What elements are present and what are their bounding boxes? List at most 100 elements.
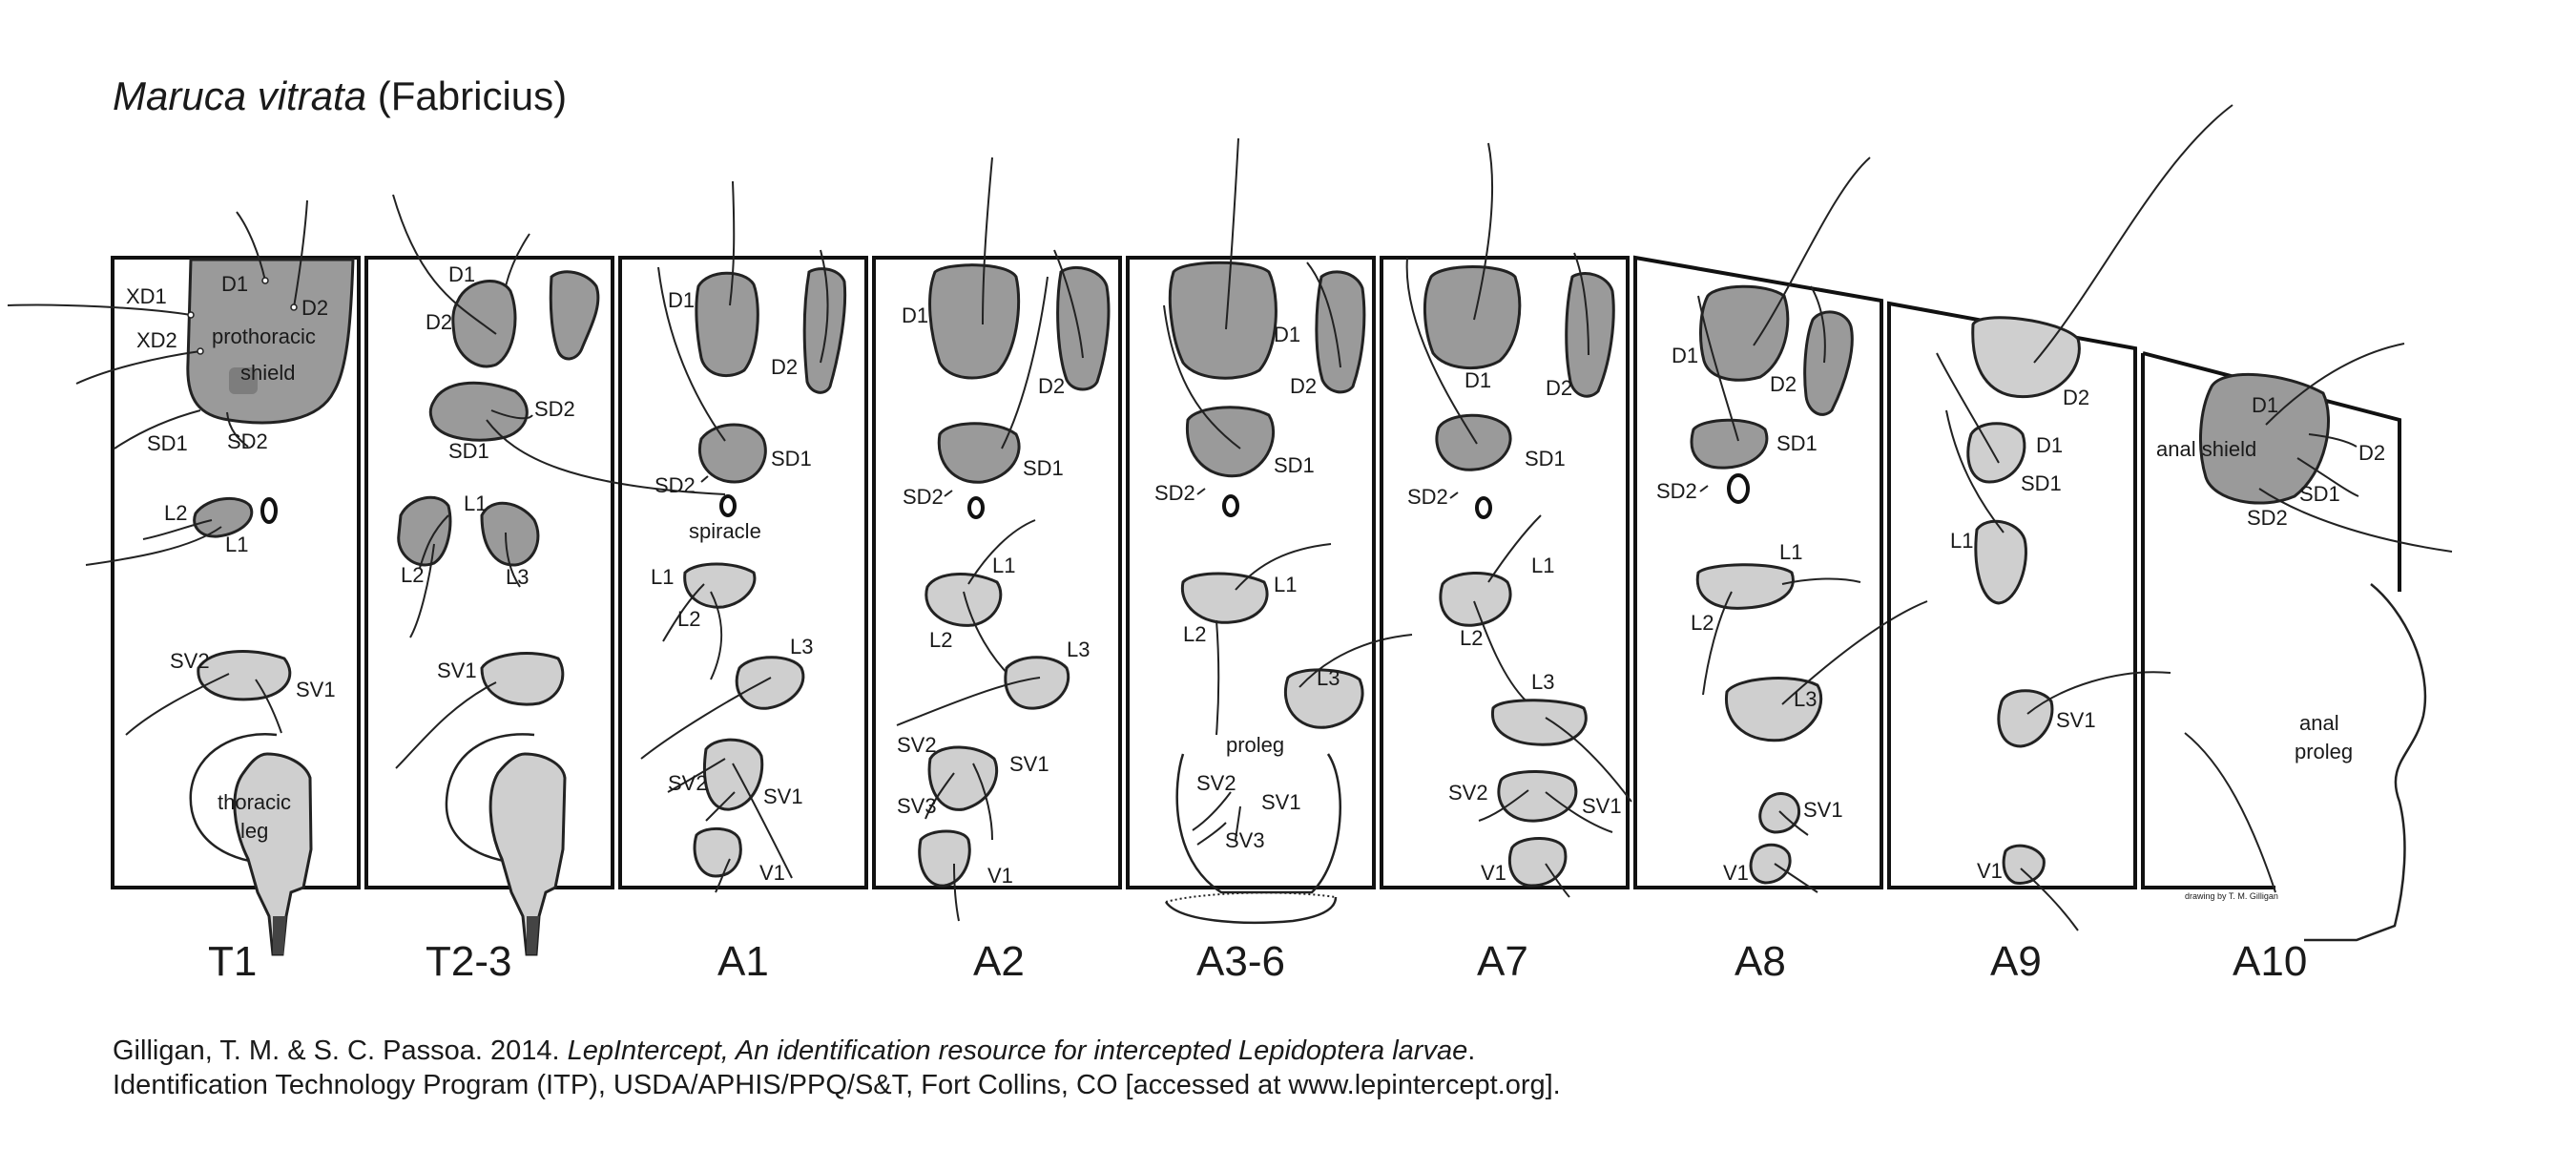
label-D1: D1 [448,262,475,286]
seta [1298,634,1413,688]
seta [953,863,960,922]
L-pinaculum [1695,563,1795,610]
label-L3: L3 [1317,666,1340,690]
label-SD2: SD2 [227,429,268,453]
D1-pinaculum [1168,261,1278,380]
seta [1545,717,1632,803]
L3-pinaculum [1724,677,1823,742]
seta [2026,671,2171,715]
SV-pinaculum [702,738,764,811]
label-L3: L3 [1067,638,1090,661]
seta [972,763,993,841]
L2-pinaculum [397,495,452,567]
label-SD1: SD1 [448,439,489,463]
label-L2: L2 [164,501,187,525]
spiracle-T1 [260,497,278,524]
seta [1774,863,1818,893]
seta [982,157,993,325]
label-L1: L1 [464,491,487,515]
L-pinaculum [1439,571,1512,627]
segment-label-T1: T1 [208,938,257,985]
label-D1: D1 [902,303,928,327]
D1-pinaculum [1966,422,2026,484]
seta [7,303,192,316]
thoracic-leg [488,752,567,956]
seta [1699,485,1709,492]
D1-pinaculum [1699,284,1790,382]
SV-pinaculum [1497,770,1578,823]
seta [1053,249,1084,359]
seta [2258,488,2453,553]
label-D1: D1 [1672,344,1698,367]
seta [662,583,705,642]
V1-pinaculum [1749,843,1792,885]
segment-frame [364,256,614,889]
L3-pinaculum [735,656,805,710]
seta [1235,543,1332,591]
label-SV2: SV2 [1448,781,1488,805]
label-XD2: XD2 [136,328,177,352]
D2-pinaculum [1971,316,2081,399]
label-D2: D2 [1290,374,1317,398]
SV1-pinaculum [1997,689,2054,748]
segment-frame-side [2141,353,2275,889]
seta [924,772,955,820]
label-SV2: SV2 [668,771,708,795]
label-SV1: SV1 [2056,708,2096,732]
D2-pinaculum [1803,310,1854,416]
seta [1936,352,2000,464]
label-SV3: SV3 [1225,828,1265,852]
D2-pinaculum [802,267,847,394]
label-D2: D2 [1038,374,1065,398]
L-pinaculum [924,573,1003,627]
anal-proleg-outline [2304,583,2427,942]
segment-A7: D1 D2 SD1 SD2 L1 L2 L3 SV2 SV1 V1 A7 [1380,142,1632,985]
label-L2: L2 [1460,626,1483,650]
label-SD1: SD1 [1023,456,1064,480]
label-spiracle: spiracle [689,519,761,543]
V1-pinaculum [693,826,742,878]
label-D2: D2 [426,310,452,334]
proleg-outline [1164,753,1341,925]
label-D2: D2 [1546,376,1572,400]
spiracle-A1 [719,494,737,517]
seta [490,409,533,420]
seta [505,532,521,588]
seta [732,763,793,879]
label-V1: V1 [1481,861,1506,885]
setal-socket [197,347,204,355]
label-SD2: SD2 [1656,479,1697,503]
label-SV2: SV2 [897,733,937,757]
seta [2033,104,2233,364]
leg-claw [273,916,286,954]
seta [236,211,266,282]
spiracle-A8 [1727,473,1750,504]
seta [967,519,1036,585]
seta [1778,810,1809,836]
label-SD2: SD2 [1407,485,1448,509]
label-V1: V1 [759,861,785,885]
seta [1702,591,1733,696]
seta [705,791,736,822]
seta [1001,276,1049,450]
seta [2296,457,2359,497]
label-V1: V1 [1723,861,1749,885]
citation-line-1: Gilligan, T. M. & S. C. Passoa. 2014. Le… [113,1035,1475,1066]
seta [1545,791,1613,833]
seta [729,180,736,306]
label-SV1: SV1 [763,784,803,808]
seta [1225,137,1239,330]
label-SV1: SV1 [1261,790,1301,814]
label-anal-shield: anal shield [2156,437,2256,461]
label-shield-2: shield [240,361,295,385]
L3-pinaculum [1283,668,1364,729]
leg-claw [527,916,539,954]
seta [486,419,726,495]
label-proleg: proleg [1226,733,1284,757]
label-L1: L1 [225,533,248,556]
seta [1405,257,1478,445]
segment-T2-3: D1 D2 SD2 SD1 L1 L2 L3 SV1 T2-3 [364,194,726,985]
segment-frame [1380,256,1630,889]
seta [700,475,709,483]
label-SD2: SD2 [534,397,575,421]
